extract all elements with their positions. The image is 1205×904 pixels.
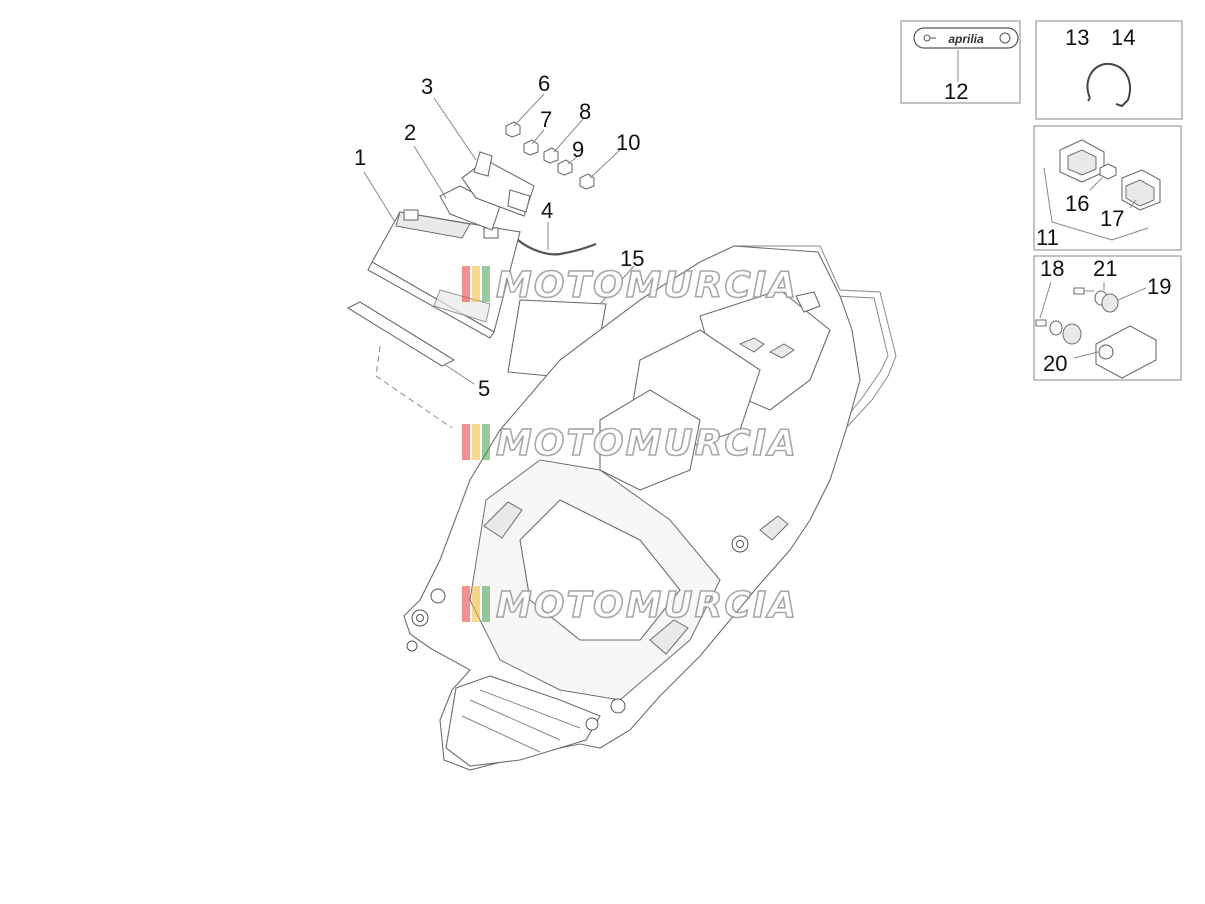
callout-6: 6 xyxy=(538,71,550,96)
callout-18: 18 xyxy=(1040,256,1064,281)
callout-15: 15 xyxy=(620,246,644,271)
callout-16: 16 xyxy=(1065,191,1089,216)
watermark-stripe-red xyxy=(462,586,470,622)
callout-7: 7 xyxy=(540,107,552,132)
rear-undertray xyxy=(403,245,897,771)
callout-14: 14 xyxy=(1111,25,1135,50)
callout-19: 19 xyxy=(1147,274,1171,299)
callout-10: 10 xyxy=(616,130,640,155)
detail-box-13-14 xyxy=(1035,20,1183,120)
callout-3: 3 xyxy=(421,74,433,99)
leader-lines xyxy=(363,93,635,385)
detail-box-11-16-17 xyxy=(1033,125,1182,251)
watermark-3: MOTOMURCIA xyxy=(462,584,798,627)
watermark-text: MOTOMURCIA xyxy=(496,423,798,464)
callout-12: 12 xyxy=(944,79,968,104)
callout-4: 4 xyxy=(541,198,553,223)
watermark-stripe-yellow xyxy=(472,266,480,302)
brand-tag-text: aprilia xyxy=(948,32,984,46)
callout-20: 20 xyxy=(1043,351,1067,376)
watermark-stripe-green xyxy=(482,424,490,460)
watermark-stripe-red xyxy=(462,266,470,302)
callout-17: 17 xyxy=(1100,206,1124,231)
watermark-text: MOTOMURCIA xyxy=(496,585,798,626)
watermark-stripe-green xyxy=(482,586,490,622)
callout-5: 5 xyxy=(478,376,490,401)
detail-box-12: aprilia xyxy=(900,20,1021,104)
callout-11: 11 xyxy=(1036,225,1059,250)
callout-2: 2 xyxy=(404,120,416,145)
callout-labels: 1 2 3 4 5 6 7 8 9 10 11 12 13 14 15 16 1… xyxy=(354,25,1171,401)
callout-9: 9 xyxy=(572,137,584,162)
watermark-stripe-yellow xyxy=(472,586,480,622)
watermark-stripe-red xyxy=(462,424,470,460)
watermark-stripe-green xyxy=(482,266,490,302)
callout-1: 1 xyxy=(354,145,366,170)
detail-box-18-21 xyxy=(1033,255,1182,381)
callout-13: 13 xyxy=(1065,25,1089,50)
battery-assembly xyxy=(346,121,607,429)
watermark-1: MOTOMURCIA xyxy=(462,264,798,307)
callout-21: 21 xyxy=(1093,256,1117,281)
watermark-text: MOTOMURCIA xyxy=(496,265,798,306)
watermark-2: MOTOMURCIA xyxy=(462,422,798,465)
callout-8: 8 xyxy=(579,99,591,124)
watermark-stripe-yellow xyxy=(472,424,480,460)
